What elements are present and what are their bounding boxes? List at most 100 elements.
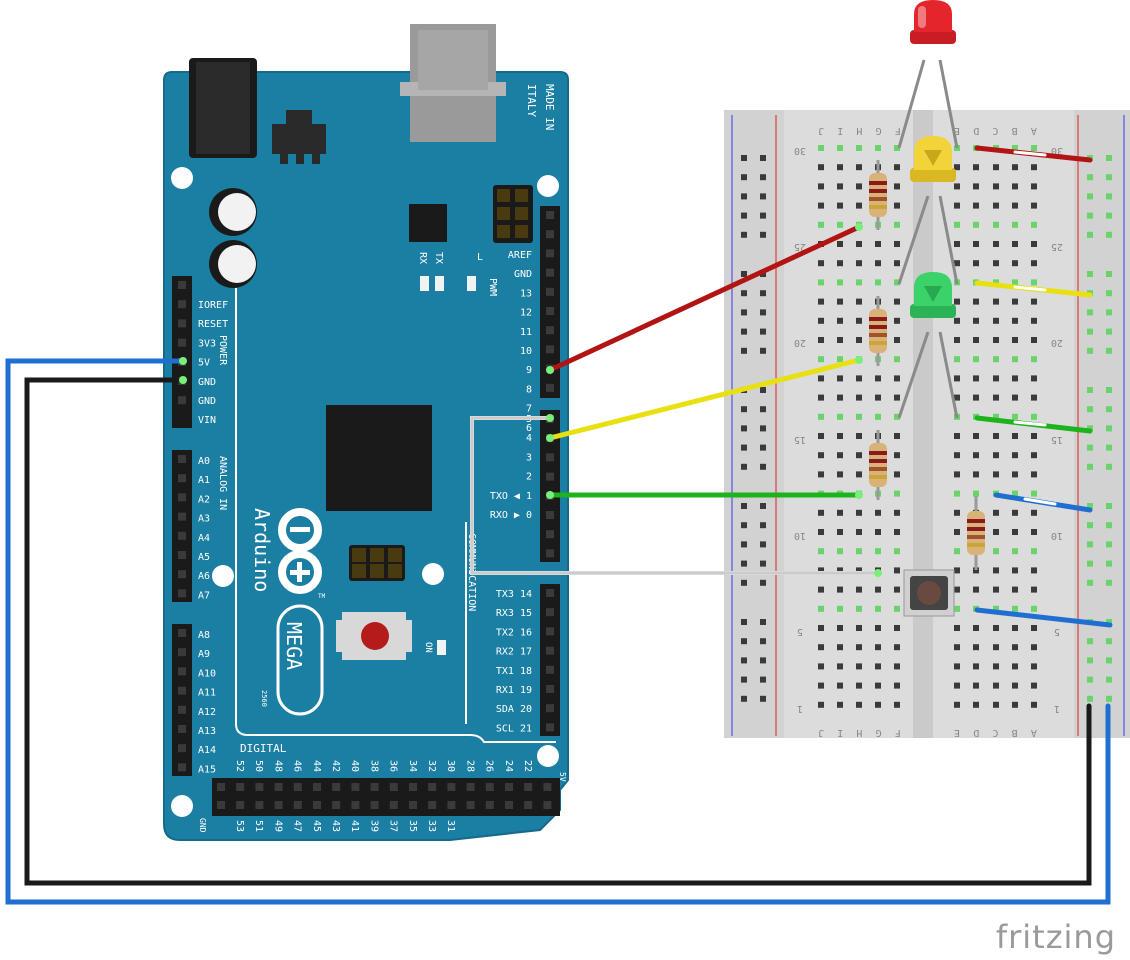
rail-hole [741, 212, 747, 219]
breadboard-hole [973, 471, 979, 478]
breadboard-hole [1031, 356, 1037, 363]
digital-pin-label: 37 [388, 820, 399, 832]
breadboard-hole [954, 394, 960, 401]
analog-pin-label: A12 [198, 707, 216, 718]
breadboard-hole [993, 164, 999, 171]
breadboard-hole [837, 605, 843, 612]
breadboard-hole [954, 471, 960, 478]
header-pin [178, 319, 186, 328]
header-pin [178, 455, 186, 463]
header-pin [546, 549, 554, 558]
breadboard-hole [973, 183, 979, 190]
digital-header-low [540, 410, 560, 562]
breadboard-hole [954, 605, 960, 612]
digital-pin-label: 41 [349, 820, 360, 832]
breadboard-hole [1012, 221, 1018, 228]
breadboard-hole [875, 605, 881, 612]
breadboard-hole [1031, 433, 1037, 439]
breadboard-hole [954, 586, 960, 593]
made-in-label: MADE IN [543, 84, 556, 130]
breadboard-hole [1012, 682, 1018, 689]
breadboard-hole [954, 337, 960, 343]
rail-hole [741, 579, 747, 586]
rail-hole [1087, 522, 1093, 529]
breadboard-hole [837, 548, 843, 555]
arduino-mega-board: IOREFRESET3V35VGNDGNDVINA0A1A2A3A4A5A6A7… [163, 24, 569, 841]
digital-pin-label: 11 [520, 327, 532, 338]
breadboard-hole [1012, 663, 1018, 670]
breadboard-hole [954, 644, 960, 651]
bb-row-label: 5 [797, 626, 803, 637]
analog-pin-label: A6 [198, 571, 210, 582]
rail-hole [1087, 541, 1093, 548]
analog-header [172, 450, 192, 602]
5v-label: 5V [558, 772, 567, 782]
rail-hole [1087, 309, 1093, 316]
bb-col-label: A [1031, 125, 1037, 136]
breadboard-hole [1012, 567, 1018, 574]
digital-pin-label: 30 [445, 760, 456, 772]
breadboard-hole [1012, 605, 1018, 612]
bb-row-label: 15 [794, 434, 806, 445]
breadboard-hole [1031, 605, 1037, 612]
digital-pin-label: 33 [426, 820, 437, 832]
header-pin [178, 300, 186, 309]
breadboard-hole [837, 625, 843, 631]
breadboard-hole [856, 452, 862, 459]
breadboard-hole [954, 567, 960, 574]
breadboard-hole [1012, 413, 1018, 420]
breadboard-hole [1031, 701, 1037, 708]
breadboard-hole [993, 586, 999, 593]
breadboard-hole [1012, 164, 1018, 171]
digital-pin-label: 32 [426, 760, 437, 772]
power-pin-label: GND [198, 377, 216, 388]
rail-hole [1106, 309, 1112, 316]
header-pin [466, 801, 475, 809]
icsp-header [349, 545, 405, 581]
bb-row-label: 25 [794, 241, 806, 252]
digital-pin-label: 40 [349, 760, 360, 772]
breadboard-hole [954, 701, 960, 708]
pwm-label: PWM [487, 278, 498, 296]
breadboard-hole [973, 644, 979, 651]
bb-col-label: F [895, 125, 901, 136]
push-button [903, 569, 955, 617]
breadboard-hole [1031, 682, 1037, 689]
rail-hole [741, 657, 747, 664]
digital-pin-label: 13 [520, 288, 532, 299]
breadboard-hole [894, 221, 900, 228]
rail-hole [741, 155, 747, 161]
reset-button[interactable] [336, 612, 412, 660]
breadboard-hole [856, 279, 862, 286]
breadboard-hole [837, 509, 843, 516]
breadboard-hole [856, 663, 862, 670]
breadboard-hole [1012, 471, 1018, 478]
breadboard-hole [1012, 529, 1018, 535]
breadboard-hole [837, 221, 843, 228]
bb-row-label: 1 [797, 703, 803, 714]
rail-hole [760, 231, 766, 238]
rail-hole [741, 231, 747, 238]
breadboard-hole [837, 529, 843, 535]
digital-pin-label: 31 [445, 820, 456, 832]
rail-hole [741, 560, 747, 567]
power-pin-label: GND [198, 396, 216, 407]
breadboard-hole [1031, 567, 1037, 574]
analog-pin-label: A3 [198, 514, 210, 525]
comm-header [540, 584, 560, 736]
comm-pin-label: RX1 19 [496, 685, 532, 696]
header-pin [274, 783, 283, 791]
header-pin [217, 801, 225, 809]
digital-pin-label: 7 [526, 404, 532, 415]
breadboard-hole [1012, 260, 1018, 267]
rail-hole [1087, 463, 1093, 470]
header-pin [370, 783, 379, 791]
header-pin [524, 801, 533, 809]
breadboard-hole [856, 317, 862, 324]
breadboard-hole [1031, 529, 1037, 535]
bb-row-label: 30 [794, 145, 806, 156]
breadboard-hole [1031, 183, 1037, 190]
header-pin [178, 474, 186, 483]
breadboard-hole [837, 260, 843, 267]
mounting-hole [537, 175, 559, 197]
